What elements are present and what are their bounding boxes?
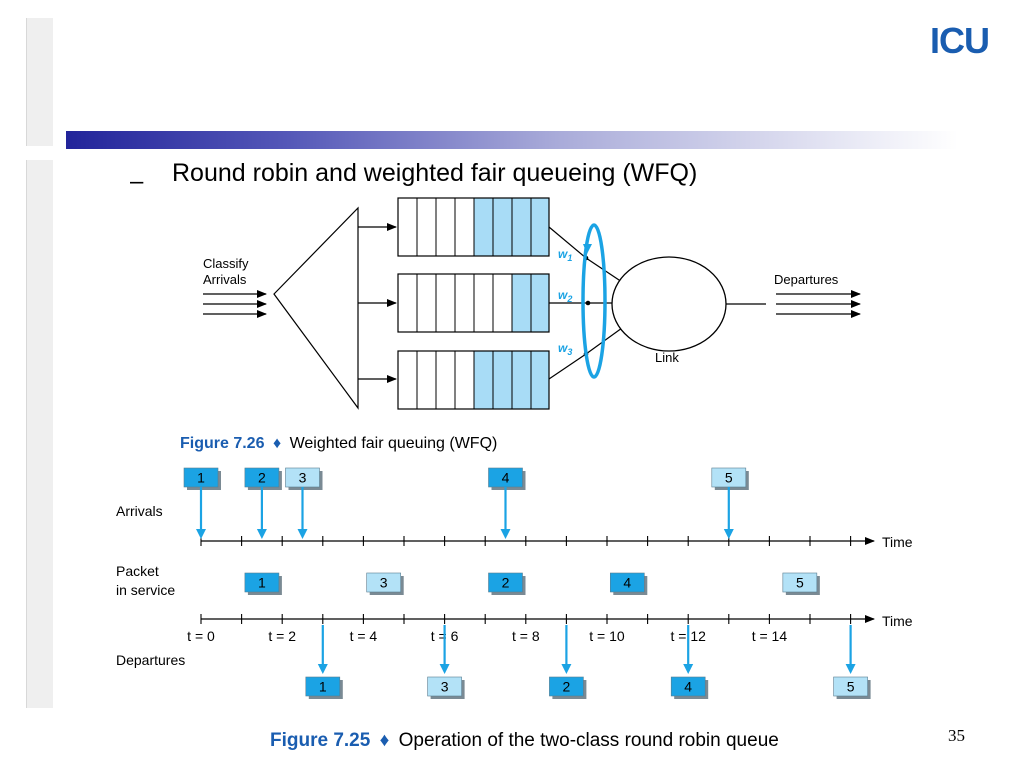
arrivals-time-label: Time: [882, 534, 913, 550]
slide-frame-top: [26, 18, 53, 146]
service-packet: 3: [366, 572, 404, 595]
classifier-trapezoid: [273, 206, 359, 410]
svg-text:4: 4: [502, 470, 510, 486]
slide-frame-left: [26, 160, 53, 708]
departure-packet: 2: [549, 676, 587, 699]
wfq-diagram: Classify Arrivals: [180, 197, 861, 452]
service-packet: 4: [609, 572, 648, 595]
service-packets: 1 3 2 4 5: [244, 572, 820, 595]
page-number: 35: [948, 726, 965, 745]
departure-packet: 3: [427, 676, 465, 699]
departure-arrow-head: [683, 664, 694, 674]
arrival-arrow-head: [723, 529, 734, 539]
svg-text:2: 2: [502, 575, 510, 591]
svg-text:w1: w1: [558, 247, 572, 263]
wfq-caption: Figure 7.26 ♦ Weighted fair queuing (WFQ…: [180, 435, 497, 452]
service-packet: 5: [782, 572, 820, 595]
rr-diagram: Arrivals Packet in service Departures Ti…: [116, 467, 913, 751]
svg-text:5: 5: [796, 575, 804, 591]
weight-labels: w1 w2 w3: [558, 247, 572, 357]
svg-text:1: 1: [197, 470, 205, 486]
arrival-packets: 1 2 3 4 5: [183, 467, 749, 539]
departures-label-wfq: Departures: [774, 272, 839, 287]
departure-packet: 1: [305, 676, 343, 699]
svg-text:w3: w3: [558, 341, 572, 357]
scheduler-ring-arrowhead: [583, 244, 592, 254]
arrival-packet: 1: [183, 467, 221, 490]
time-tick-label: t = 0: [187, 628, 215, 644]
link-circle: [611, 256, 727, 352]
arrivals-axis-ticks: [200, 536, 852, 546]
departure-packets: 1 3 2 4 5: [305, 625, 871, 699]
svg-text:1: 1: [319, 679, 327, 695]
svg-text:3: 3: [441, 679, 449, 695]
rr-caption: Figure 7.25 ♦ Operation of the two-class…: [270, 730, 779, 751]
departure-arrow-head: [317, 664, 328, 674]
arrival-packet: 4: [488, 467, 526, 490]
time-tick-label: t = 10: [589, 628, 625, 644]
classifier-arrows: [358, 223, 397, 383]
bullet-text: Round robin and weighted fair queueing (…: [172, 159, 698, 187]
link-label: Link: [655, 350, 679, 365]
svg-text:4: 4: [623, 575, 631, 591]
icu-logo: ICU: [930, 20, 990, 61]
svg-text:5: 5: [847, 679, 855, 695]
scheduler-ring: [581, 223, 607, 379]
svg-text:2: 2: [563, 679, 571, 695]
departure-arrow-head: [439, 664, 450, 674]
arrival-arrow-head: [196, 529, 206, 539]
arrival-packet: 3: [285, 467, 323, 490]
arrival-arrow-head: [500, 529, 511, 539]
time-tick-label: t = 2: [268, 628, 296, 644]
arrivals-row-label: Arrivals: [116, 503, 163, 519]
time-tick-label: t = 4: [350, 628, 378, 644]
svg-text:3: 3: [380, 575, 388, 591]
service-packet: 2: [488, 572, 526, 595]
departure-packet: 5: [833, 676, 871, 699]
svg-text:1: 1: [258, 575, 266, 591]
departures-row-label: Departures: [116, 652, 185, 668]
queue-1: [397, 197, 550, 257]
arrival-arrow-head: [256, 529, 267, 539]
svg-text:2: 2: [258, 470, 266, 486]
svg-text:4: 4: [684, 679, 692, 695]
header-gradient-bar: [66, 131, 958, 149]
service-row-label-2: in service: [116, 582, 175, 598]
classify-label: Classify: [203, 256, 249, 271]
time-tick-label: t = 14: [752, 628, 788, 644]
service-axis-ticks: [200, 614, 852, 624]
svg-text:5: 5: [725, 470, 733, 486]
arrival-arrow-head: [297, 529, 308, 539]
service-time-label: Time: [882, 613, 913, 629]
arrivals-label-wfq: Arrivals: [203, 272, 247, 287]
output-arrows: [776, 290, 861, 318]
queue-3: [397, 350, 550, 410]
queue-2: [397, 273, 550, 333]
departure-arrow-head: [561, 664, 572, 674]
time-tick-label: t = 8: [512, 628, 540, 644]
service-packet: 1: [244, 572, 282, 595]
arrival-packet: 2: [244, 467, 282, 490]
departure-arrow-head: [845, 664, 856, 674]
bullet-marker: –: [130, 168, 144, 195]
departure-packet: 4: [670, 676, 709, 699]
input-arrows: [203, 290, 267, 318]
arrival-packet: 5: [711, 467, 749, 490]
svg-text:w2: w2: [558, 288, 572, 304]
service-row-label-1: Packet: [116, 563, 159, 579]
svg-text:3: 3: [299, 470, 307, 486]
